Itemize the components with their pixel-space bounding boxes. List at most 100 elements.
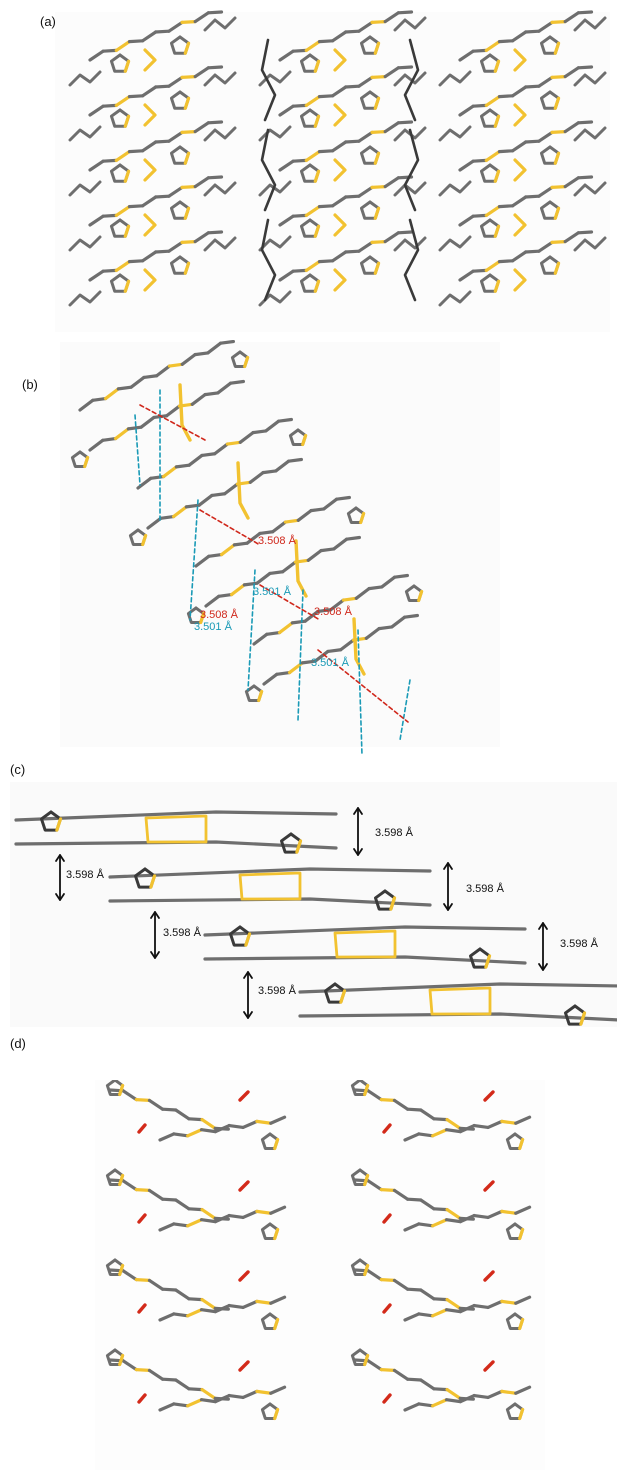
sulfur-bridge — [428, 986, 492, 1016]
bond — [550, 184, 567, 189]
sulfur-atom — [183, 206, 191, 220]
bond — [101, 103, 118, 108]
bond — [537, 20, 554, 33]
bond — [432, 1207, 449, 1212]
bond — [190, 393, 207, 406]
sulfur-atom — [363, 1353, 370, 1367]
thiophene-ring — [169, 35, 191, 55]
bond — [300, 659, 317, 665]
thiophene-ring — [479, 108, 501, 128]
sulfur-bridge — [333, 213, 347, 237]
bond — [563, 176, 580, 189]
bond — [265, 630, 282, 636]
bond — [390, 615, 407, 629]
bond — [550, 19, 567, 24]
bond — [550, 129, 567, 134]
bond — [141, 140, 158, 153]
bond — [258, 530, 275, 536]
bond — [332, 537, 349, 551]
bond — [219, 340, 235, 345]
bond — [403, 1402, 421, 1412]
bond — [383, 176, 400, 189]
bond — [335, 495, 351, 501]
sulfur-atom — [118, 1263, 125, 1277]
bond — [291, 103, 308, 108]
sulfur-atom — [123, 169, 131, 183]
sulfur-atom — [183, 261, 191, 275]
oxygen-atom — [382, 1213, 392, 1224]
bond — [445, 1388, 462, 1401]
bond — [486, 1119, 504, 1130]
bond — [484, 259, 502, 272]
bond — [278, 104, 295, 117]
bond — [219, 543, 236, 557]
sulfur-atom — [373, 261, 381, 275]
thiophene-ring — [109, 163, 131, 183]
bond — [134, 1188, 152, 1193]
bond — [511, 140, 528, 153]
bond — [357, 185, 374, 198]
bond — [419, 1378, 436, 1391]
sulfur-atom — [123, 114, 131, 128]
thiophene-ring — [539, 35, 561, 55]
thiophene-ring — [359, 90, 381, 110]
sulfur-atom — [141, 533, 148, 547]
bond — [331, 250, 348, 263]
sulfur-bridge — [144, 814, 208, 844]
bond — [366, 1359, 383, 1372]
bond — [396, 230, 414, 235]
bond — [213, 1303, 231, 1314]
bond — [127, 39, 145, 44]
oxygen-atom — [483, 1360, 495, 1372]
bond — [241, 1209, 259, 1220]
bond — [88, 104, 105, 117]
bond — [396, 10, 414, 15]
bond — [134, 1278, 152, 1283]
bond — [396, 65, 414, 70]
bond — [283, 518, 300, 524]
bond — [134, 1098, 152, 1103]
bond — [121, 1269, 138, 1282]
bond — [187, 1117, 204, 1122]
bond — [161, 1107, 178, 1112]
bond — [158, 1222, 176, 1232]
bond — [367, 585, 384, 591]
bond — [167, 75, 184, 88]
bond — [576, 120, 594, 125]
interlayer-distance-label: 3.598 Å — [163, 926, 202, 939]
bond — [370, 129, 387, 134]
sulfur-atom — [493, 279, 501, 293]
bond — [304, 39, 322, 52]
bond — [232, 541, 249, 547]
bond — [511, 30, 528, 43]
bond — [114, 149, 132, 162]
bond — [241, 1299, 259, 1310]
panel-d-image — [95, 1080, 545, 1470]
bond — [393, 573, 409, 579]
bond — [458, 49, 475, 62]
bond — [313, 649, 330, 663]
panel-b-image: 3.508 Å 3.501 Å 3.508 Å 3.501 Å 3.508 Å … — [60, 340, 500, 756]
sulfur-atom — [484, 954, 492, 969]
bond — [304, 149, 322, 162]
bond — [174, 463, 191, 469]
bond — [357, 20, 374, 33]
oxygen-atom — [137, 1303, 147, 1314]
bond — [432, 1387, 449, 1392]
bond — [245, 531, 262, 545]
bond — [139, 415, 156, 429]
bond — [354, 587, 371, 600]
bond — [252, 632, 269, 646]
sulfur-atom — [518, 1317, 525, 1331]
sulfur-atom — [295, 839, 303, 854]
bond — [116, 385, 133, 391]
thiophene-ring — [539, 255, 561, 275]
bond — [550, 74, 567, 79]
bond — [91, 396, 108, 402]
bond — [486, 1299, 504, 1310]
contact-line — [134, 414, 141, 486]
bond — [576, 65, 594, 70]
bond — [261, 469, 278, 475]
bond — [127, 204, 145, 209]
bond — [255, 1209, 273, 1215]
